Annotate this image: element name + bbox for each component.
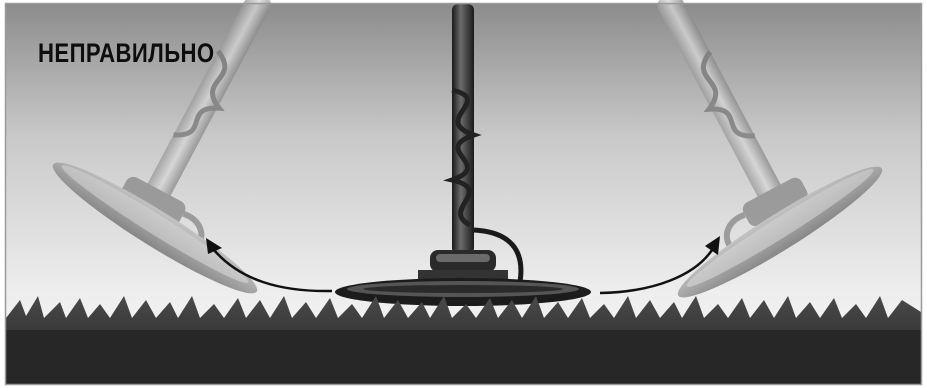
page-title: НЕПРАВИЛЬНО <box>38 38 215 69</box>
grass-ground <box>6 296 921 384</box>
